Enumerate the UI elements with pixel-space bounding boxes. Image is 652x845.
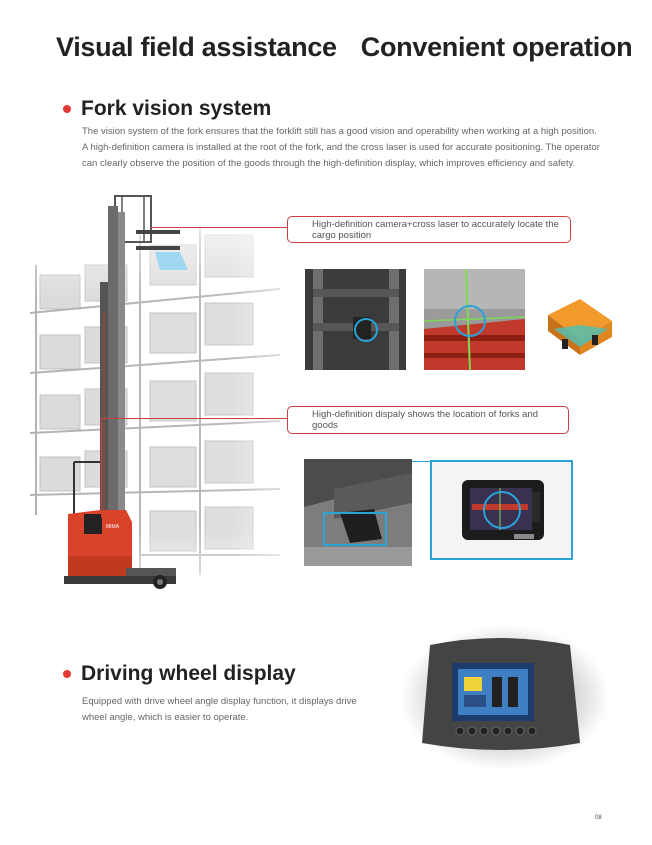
hd-display-photo	[430, 460, 573, 560]
display-leader-line	[101, 418, 290, 419]
camera-module-icon	[548, 299, 612, 355]
fork-vision-description: The vision system of the fork ensures th…	[82, 126, 600, 169]
driving-wheel-title: Driving wheel display	[81, 662, 296, 685]
title-left: Visual field assistance	[56, 32, 337, 62]
driving-wheel-description: Equipped with drive wheel angle display …	[82, 696, 357, 723]
page-number: 08	[595, 815, 602, 821]
camera-laser-callout: High-definition camera+cross laser to ac…	[287, 216, 571, 243]
red-bullet-icon	[63, 670, 71, 678]
fork-underside-photo	[304, 459, 412, 566]
truck-brand-label: MIMA	[106, 524, 120, 530]
camera-leader-line	[151, 227, 290, 228]
red-bullet-icon	[63, 105, 71, 113]
fork-vision-heading: Fork vision system	[63, 97, 271, 121]
reach-truck-illustration: MIMA	[64, 195, 188, 589]
display-callout: High-definition dispaly shows the locati…	[287, 406, 569, 434]
display-leader-vertical	[101, 418, 102, 518]
driving-wheel-display-photo	[400, 625, 610, 770]
fork-vision-title: Fork vision system	[81, 97, 272, 120]
zoom-line-top	[412, 461, 432, 462]
fork-camera-photo	[305, 269, 406, 370]
cross-laser-photo	[424, 269, 525, 370]
page-title: Visual field assistance Convenient operat…	[56, 32, 633, 63]
driving-wheel-heading: Driving wheel display	[63, 662, 296, 686]
title-right: Convenient operation	[360, 32, 633, 62]
